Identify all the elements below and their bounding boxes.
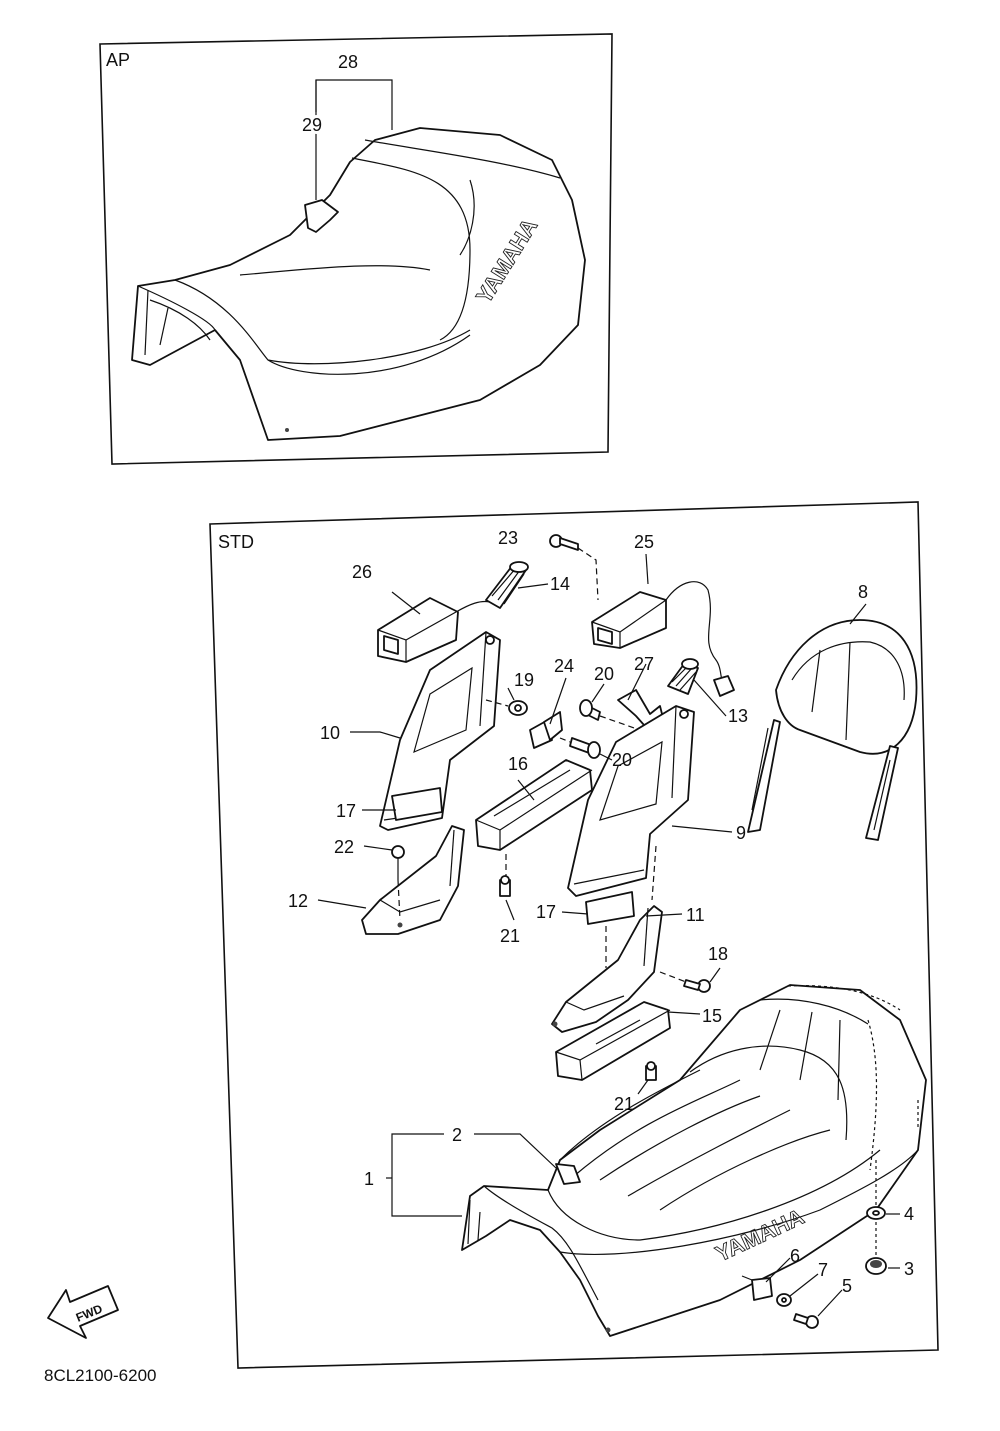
callout-7: 7 — [818, 1260, 828, 1280]
part-21-screw-left — [499, 875, 511, 897]
callout-19: 19 — [514, 670, 534, 690]
part-24-clamp — [529, 711, 563, 749]
callout-22: 22 — [334, 837, 354, 857]
part-18-screw — [683, 979, 711, 993]
callout-20-lower: 20 — [612, 750, 632, 770]
part-4-washer — [866, 1206, 886, 1220]
ap-seat: YAMAHA — [131, 127, 586, 441]
part-19-collar — [508, 700, 528, 716]
part-7-washer — [776, 1293, 792, 1307]
callout-27: 27 — [634, 654, 654, 674]
callout-20-upper: 20 — [594, 664, 614, 684]
callout-18: 18 — [708, 944, 728, 964]
callout-16: 16 — [508, 754, 528, 774]
callout-24: 24 — [554, 656, 574, 676]
drawing-code: 8CL2100-6200 — [44, 1366, 156, 1385]
part-9-bracket-right — [567, 705, 695, 897]
part-8-backrest — [747, 619, 918, 841]
std-frame: STD — [209, 501, 939, 1369]
part-14-peg-left — [485, 561, 529, 609]
callout-13: 13 — [728, 706, 748, 726]
callout-23: 23 — [498, 528, 518, 548]
part-3-grommet — [865, 1257, 887, 1275]
callout-5: 5 — [842, 1276, 852, 1296]
part-20-bolt-lower — [569, 737, 601, 759]
part-21-screw-right — [645, 1061, 657, 1081]
part-17-spacer-left — [391, 787, 443, 821]
callout-3: 3 — [904, 1259, 914, 1279]
callout-28: 28 — [338, 52, 358, 72]
part-17-spacer-right — [585, 891, 635, 925]
callout-11: 11 — [686, 905, 705, 925]
callout-25: 25 — [634, 532, 654, 552]
ap-frame: AP — [99, 33, 613, 465]
ap-leaders — [315, 79, 393, 200]
part-13-peg-right — [667, 658, 699, 695]
forward-arrow: FWD — [47, 1285, 119, 1339]
part-16-grip-left — [475, 759, 593, 851]
callout-17-right: 17 — [536, 902, 556, 922]
callout-15: 15 — [702, 1006, 722, 1026]
part-15-grip-right — [555, 1001, 671, 1081]
std-frame-label: STD — [218, 532, 254, 552]
connector — [713, 675, 735, 697]
part-26-housing-left — [377, 597, 491, 663]
callout-21-left: 21 — [500, 926, 520, 946]
callout-9: 9 — [736, 823, 746, 843]
std-leaders — [317, 553, 900, 1317]
part-25-housing-right — [591, 581, 725, 687]
callout-21-right: 21 — [614, 1094, 634, 1114]
part-6-plate — [741, 1275, 773, 1301]
callout-26: 26 — [352, 562, 372, 582]
part-20-bolt-upper — [579, 699, 601, 721]
ap-frame-label: AP — [106, 50, 130, 70]
part-22-bolt — [391, 845, 405, 880]
callout-12: 12 — [288, 891, 308, 911]
callout-4: 4 — [904, 1204, 914, 1224]
callout-17-left: 17 — [336, 801, 356, 821]
part-5-screw — [793, 1313, 819, 1329]
main-seat: YAMAHA — [461, 984, 927, 1337]
callout-29: 29 — [302, 115, 322, 135]
part-23-screw — [549, 534, 579, 551]
callout-2: 2 — [452, 1125, 462, 1145]
callout-14: 14 — [550, 574, 570, 594]
callout-1: 1 — [364, 1169, 374, 1189]
callout-6: 6 — [790, 1246, 800, 1266]
callout-10: 10 — [320, 723, 340, 743]
part-12-lower-left — [361, 825, 465, 935]
callout-8: 8 — [858, 582, 868, 602]
part-11-lower-right — [551, 905, 663, 1033]
